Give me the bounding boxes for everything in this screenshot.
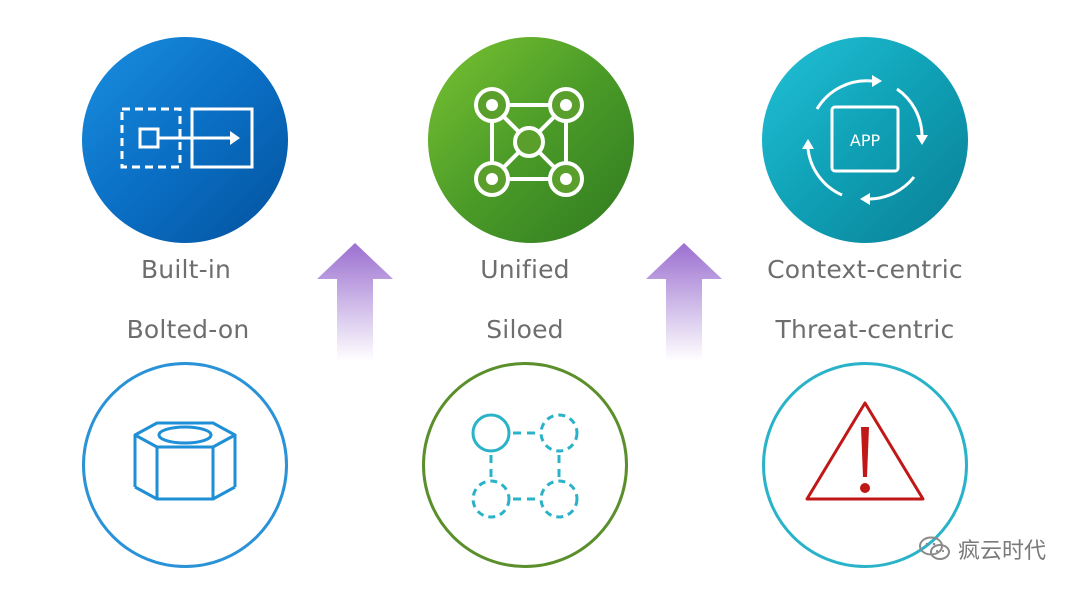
context-centric-circle: APP bbox=[762, 37, 968, 243]
warning-triangle-icon bbox=[805, 401, 925, 501]
context-centric-label: Context-centric bbox=[767, 255, 963, 284]
unified-label: Unified bbox=[480, 255, 570, 284]
siloed-circle bbox=[422, 362, 628, 568]
upgrade-arrow-2 bbox=[646, 243, 722, 361]
built-in-label: Built-in bbox=[140, 255, 232, 284]
siloed-label: Siloed bbox=[486, 315, 564, 344]
wechat-icon bbox=[918, 536, 950, 560]
app-box-text: APP bbox=[850, 131, 881, 150]
bolted-on-label: Bolted-on bbox=[126, 315, 250, 344]
built-in-circle bbox=[82, 37, 288, 243]
watermark-text: 疯云时代 bbox=[957, 539, 1046, 564]
connected-nodes-icon bbox=[474, 87, 584, 197]
bolted-on-circle bbox=[82, 362, 288, 568]
upgrade-arrow-1 bbox=[317, 243, 393, 361]
threat-centric-circle bbox=[762, 362, 968, 568]
unified-circle bbox=[428, 37, 634, 243]
dashed-nodes-icon bbox=[471, 413, 579, 519]
hex-nut-icon bbox=[133, 421, 237, 501]
threat-centric-label: Threat-centric bbox=[775, 315, 955, 344]
container-arrow-icon bbox=[120, 107, 254, 169]
watermark: 疯云时代 bbox=[918, 534, 1046, 564]
app-cycle-icon: APP bbox=[802, 75, 928, 205]
